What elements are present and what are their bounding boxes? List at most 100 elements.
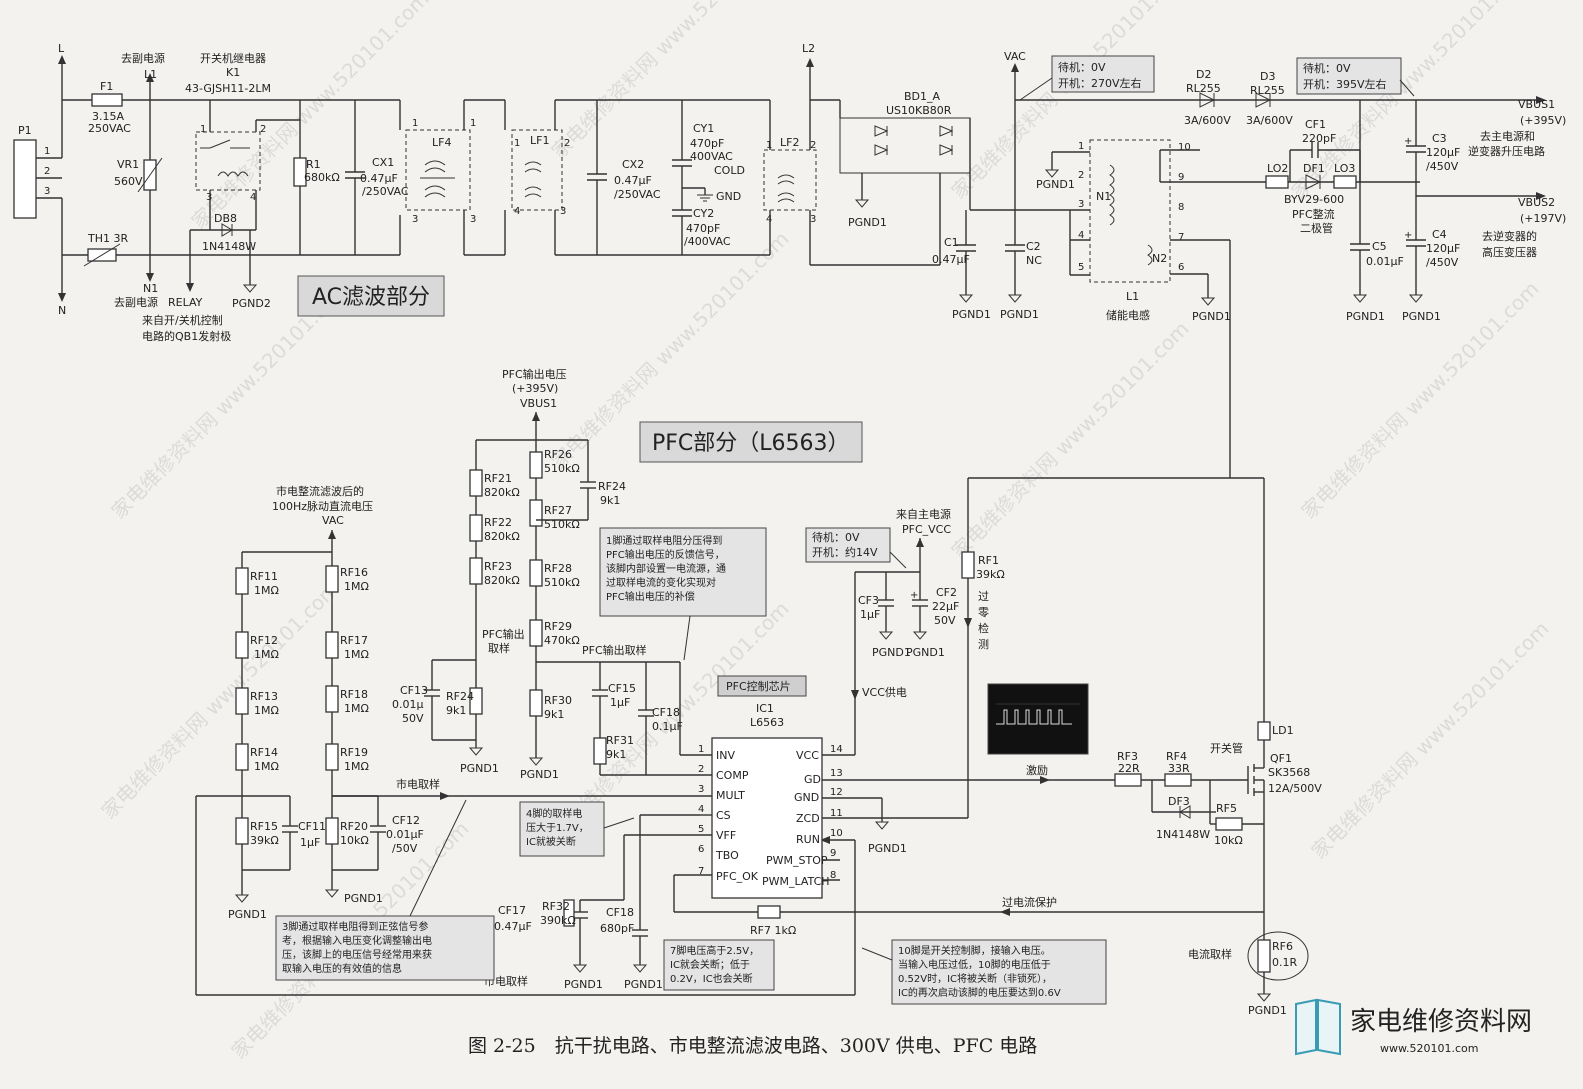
rf12-label: RF12 — [250, 634, 278, 647]
rf4-value: 33R — [1168, 762, 1190, 775]
cf1-label: CF1 — [1305, 118, 1326, 131]
gate-drive: RF3 22R RF4 33R DF3 1N4148W RF5 10kΩ 开关管… — [673, 477, 1322, 1017]
mains-title3: VAC — [322, 514, 344, 527]
relay-ctrl-line2: 电路的QB1发射极 — [142, 329, 231, 343]
pin-comp: COMP — [716, 769, 749, 782]
rf27-label: RF27 — [544, 504, 572, 517]
pfc-sample-label2: 取样 — [488, 641, 510, 655]
pfc-output-section: D2 RL255 3A/600V D3 RL255 3A/600V 待机：0V … — [1170, 57, 1566, 323]
c4-label: C4 — [1432, 228, 1447, 241]
cf12-label: CF12 — [392, 814, 420, 827]
db8-part: 1N4148W — [202, 240, 256, 253]
pfc-out-title3: VBUS1 — [520, 397, 557, 410]
l1-pin4: 4 — [1078, 230, 1084, 241]
note-pin4 — [519, 801, 605, 857]
storage-inductor-l1 — [1089, 139, 1171, 283]
l2-label: L2 — [802, 42, 815, 55]
figure-caption: 图 2-25 抗干扰电路、市电整流滤波电路、300V 供电、PFC 电路 — [468, 1035, 1037, 1057]
mains-sample-label-2: 市电取样 — [484, 974, 528, 988]
cf2-label: CF2 — [936, 586, 957, 599]
pin-pwmlatch: PWM_LATCH — [762, 875, 830, 888]
rf26-label: RF26 — [544, 448, 572, 461]
cx2-label: CX2 — [622, 158, 644, 171]
oscilloscope-waveform — [987, 683, 1089, 755]
lf4-pin4: 3 — [470, 214, 476, 225]
k1-label: K1 — [226, 66, 240, 79]
bridge-section: BD1_A US10KB80R PGND1 VAC 待机：0V 开机：270V左… — [839, 50, 1170, 321]
pfc-title-text: PFC部分（L6563） — [652, 431, 850, 456]
rf16-label: RF16 — [340, 566, 368, 579]
p1-label: P1 — [18, 124, 32, 137]
pgnd1-l1: PGND1 — [1036, 178, 1075, 191]
lf2-pin2: 2 — [810, 140, 816, 151]
rf4-label: RF4 — [1166, 750, 1187, 763]
rf20-label: RF20 — [340, 820, 368, 833]
pin-vcc: VCC — [796, 749, 819, 762]
pgnd1-cf3: PGND1 — [872, 646, 911, 659]
zcd-label-1: 过 — [978, 590, 989, 603]
df3-label: DF3 — [1168, 795, 1190, 808]
vcc-src-line1: 来自主电源 — [896, 507, 951, 521]
pin-num-10: 10 — [830, 828, 843, 839]
d3-label: D3 — [1260, 70, 1275, 83]
note-pin7-line3: 0.2V，IC也会关断 — [670, 972, 753, 985]
note-pin1-line1: 1脚通过取样电阻分压得到 — [606, 534, 722, 547]
note-pin7 — [663, 939, 775, 991]
cf17-value: 0.47μF — [494, 920, 532, 933]
vbus1-dest2: 逆变器升压电路 — [1468, 144, 1545, 158]
vac-voltage-note — [1051, 55, 1155, 93]
r1-label: R1 — [306, 158, 321, 171]
k1-pin3: 3 — [206, 192, 212, 203]
logo-text: 家电维修资料网 — [1350, 1007, 1532, 1037]
common-mode-choke-lf1 — [511, 129, 563, 211]
pin-num-7: 7 — [698, 866, 704, 877]
lf1-pin2: 2 — [564, 138, 570, 149]
cy1-value1: 470pF — [690, 137, 724, 150]
rf21-label: RF21 — [484, 472, 512, 485]
bd1-part: US10KB80R — [886, 104, 952, 117]
rf26-value: 510kΩ — [544, 462, 580, 475]
note-pin3-line1: 3脚通过取样电阻得到正弦信号参 — [282, 920, 428, 933]
rf11-label: RF11 — [250, 570, 278, 583]
rf1-label: RF1 — [978, 554, 999, 567]
lo2-label: LO2 — [1267, 162, 1288, 175]
zcd-label-3: 检 — [978, 621, 989, 635]
cx1-value1: 0.47μF — [360, 172, 398, 185]
pgnd1-rf20: PGND1 — [344, 892, 383, 905]
lf1-label: LF1 — [530, 134, 549, 147]
pin-mult: MULT — [716, 789, 745, 802]
cf3-label: CF3 — [858, 594, 879, 607]
c4-value2: /450V — [1426, 256, 1459, 269]
note-pin1 — [599, 527, 767, 617]
pgnd1-cf2: PGND1 — [906, 646, 945, 659]
lf2-label: LF2 — [780, 136, 799, 149]
rf30-value: 9k1 — [544, 708, 564, 721]
cy2-value2: /400VAC — [684, 235, 731, 248]
note-pin10-line4: IC的再次启动该脚的电压要达到0.6V — [898, 986, 1061, 999]
l1-pin2: 2 — [1078, 170, 1084, 181]
l-label: L — [58, 42, 65, 55]
l1-pin1: 1 — [1078, 141, 1084, 152]
cf18a-label: CF18 — [652, 706, 680, 719]
c3-value1: 120μF — [1426, 146, 1460, 159]
p1-pin1: 1 — [44, 146, 50, 157]
c3-label: C3 — [1432, 132, 1447, 145]
c1-value: 0.47μF — [932, 253, 970, 266]
lf4-pin3: 3 — [412, 214, 418, 225]
rf15-value: 39kΩ — [250, 834, 279, 847]
vbus-note-line2: 开机：395V左右 — [1303, 77, 1387, 91]
annotations: 1脚通过取样电阻分压得到 PFC输出电压的反馈信号， 该脚内部设置一电流源，通 … — [275, 527, 1107, 1005]
watermark: 家电维修资料网 www.520101.com — [947, 0, 1194, 204]
rf22-label: RF22 — [484, 516, 512, 529]
vbus1-label: VBUS1 — [1518, 98, 1555, 111]
vbus1-value: (+395V) — [1520, 114, 1566, 127]
vac-note-line1: 待机：0V — [1058, 60, 1106, 74]
vbus-voltage-note — [1296, 57, 1402, 95]
watermark: 家电维修资料网 www.520101.com — [547, 0, 794, 164]
drive-label: 激励 — [1026, 763, 1048, 777]
vcc-supply-label: VCC供电 — [862, 685, 907, 699]
vcc-voltage-note — [805, 527, 891, 563]
cf2-value2: 50V — [934, 614, 956, 627]
rf31-label: RF31 — [606, 734, 634, 747]
